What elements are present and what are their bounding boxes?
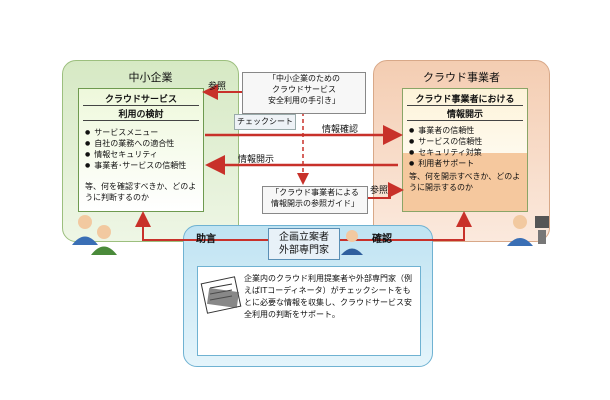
- disclosure-items-list: 事業者の信頼性 サービスの信頼性 セキュリティ対策 利用者サポート: [409, 125, 482, 169]
- review-note: 等、何を確認すべきか、どのように判断するのか: [85, 182, 197, 202]
- sme-guide-document: 「中小企業のための クラウドサービス 安全利用の手引き」: [242, 72, 366, 114]
- list-item: セキュリティ対策: [409, 147, 482, 158]
- provider-title: クラウド事業者: [423, 71, 500, 84]
- disclosure-note: 等、何を開示すべきか、どのように開示するのか: [409, 172, 521, 192]
- reference-right-label: 参照: [370, 186, 389, 196]
- sme-title: 中小企業: [128, 71, 173, 84]
- planner-box: 企画立案者 外部専門家: [268, 228, 340, 260]
- advice-label: 助言: [196, 234, 216, 245]
- review-box-title-1: クラウドサービス: [83, 92, 199, 106]
- guide1-line2: クラウドサービス: [272, 85, 336, 94]
- provider-person-icon: [507, 215, 549, 246]
- info-check-label: 情報確認: [322, 125, 359, 135]
- confirm-arrow: [340, 211, 472, 241]
- checksheet-tag: チェックシート: [234, 114, 296, 130]
- guide2-line2: 情報開示の参照ガイド」: [271, 199, 359, 208]
- disclosure-box-title-1: クラウド事業者における: [407, 92, 523, 106]
- guide1-line1: 「中小企業のための: [268, 74, 340, 83]
- advisor-description: 企業内のクラウド利用提案者や外部専門家（例えばITコーディネータ）がチェックシー…: [244, 274, 412, 319]
- disclosure-box: クラウド事業者における 情報開示 事業者の信頼性 サービスの信頼性 セキュリティ…: [402, 88, 528, 212]
- list-item: サービスメニュー: [85, 127, 186, 138]
- review-items-list: サービスメニュー 自社の業務への適合性 情報セキュリティ 事業者･サービスの信頼…: [85, 127, 186, 171]
- reference-left-label: 参照: [208, 82, 227, 92]
- planner-line2: 外部専門家: [279, 245, 329, 256]
- disclosure-box-title-2: 情報開示: [407, 107, 523, 121]
- reference-right-arrow: [366, 182, 404, 199]
- provider-guide-document: 「クラウド事業者による 情報開示の参照ガイド」: [262, 186, 368, 214]
- list-item: 事業者･サービスの信頼性: [85, 160, 186, 171]
- list-item: サービスの信頼性: [409, 136, 482, 147]
- sme-people-icon: [72, 215, 117, 255]
- list-item: 事業者の信頼性: [409, 125, 482, 136]
- checklist-document-icon: [200, 276, 242, 314]
- confirm-label: 確認: [372, 234, 392, 245]
- list-item: 情報セキュリティ: [85, 149, 186, 160]
- list-item: 自社の業務への適合性: [85, 138, 186, 149]
- review-box-title-2: 利用の検討: [83, 107, 199, 121]
- guide1-line3: 安全利用の手引き」: [268, 96, 340, 105]
- list-item: 利用者サポート: [409, 158, 482, 169]
- advice-arrow: [135, 211, 268, 241]
- info-disclose-label: 情報開示: [238, 155, 275, 165]
- guide2-line1: 「クラウド事業者による: [271, 188, 359, 197]
- planner-line1: 企画立案者: [279, 232, 329, 243]
- planner-person-icon: [341, 230, 363, 255]
- cloud-usage-review-box: クラウドサービス 利用の検討 サービスメニュー 自社の業務への適合性 情報セキュ…: [78, 88, 204, 212]
